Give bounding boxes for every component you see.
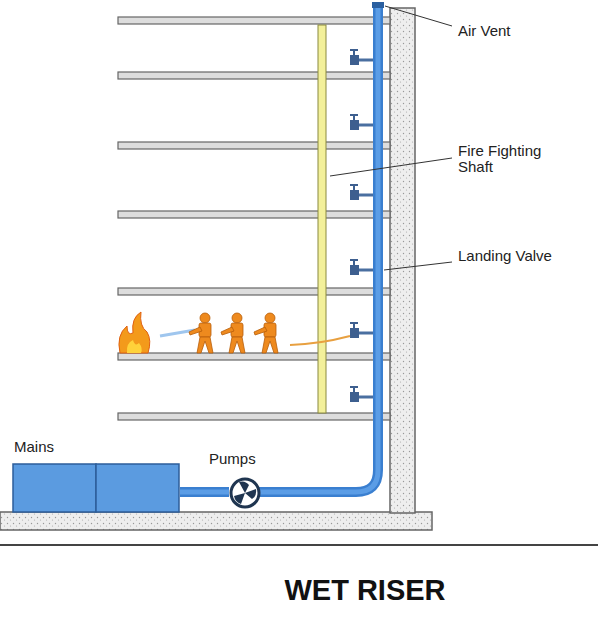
base-slab bbox=[0, 512, 432, 530]
floor-slab bbox=[118, 17, 390, 24]
floor-slab bbox=[118, 413, 390, 420]
valve-handle bbox=[350, 184, 358, 186]
landing-valves bbox=[350, 50, 373, 402]
riser-pipe-highlight bbox=[258, 4, 378, 492]
valve-handle bbox=[350, 386, 358, 388]
valve-handle bbox=[350, 259, 358, 261]
leader-line bbox=[330, 158, 452, 176]
valve-handle bbox=[350, 49, 358, 51]
floor-slab bbox=[118, 211, 390, 218]
valve-handle bbox=[350, 322, 358, 324]
air-vent bbox=[372, 2, 384, 8]
pump-casing bbox=[231, 479, 259, 507]
mains-tank: Mains bbox=[12, 463, 180, 513]
fire bbox=[119, 312, 150, 353]
node-label: Mains bbox=[12, 439, 56, 455]
callout-label: Landing Valve bbox=[456, 248, 560, 264]
supply-pipe bbox=[180, 492, 229, 493]
concrete-wall bbox=[390, 8, 415, 513]
caption: WET RISER bbox=[284, 574, 445, 607]
floor-slabs bbox=[118, 17, 390, 420]
pump-symbol bbox=[229, 477, 261, 509]
pipe-line bbox=[180, 487, 229, 497]
valve-body bbox=[350, 328, 359, 338]
firefighter-arm bbox=[254, 327, 267, 335]
firefighter-arm bbox=[221, 327, 234, 335]
valve-body bbox=[350, 190, 359, 200]
valve-handle bbox=[350, 114, 358, 116]
floor-slab bbox=[118, 142, 390, 149]
firefighter-legs bbox=[229, 337, 245, 353]
valve-body bbox=[350, 120, 359, 130]
firefighter-head bbox=[265, 313, 275, 323]
node-label: Pumps bbox=[207, 451, 258, 467]
valve-stem bbox=[358, 59, 373, 62]
valve-stem bbox=[358, 332, 373, 335]
floor-slab bbox=[118, 72, 390, 79]
ground-line bbox=[0, 544, 598, 546]
firefighters bbox=[189, 313, 278, 353]
pipe-highlight bbox=[180, 490, 229, 495]
tank-shape bbox=[12, 463, 180, 513]
firefighter-legs bbox=[197, 337, 213, 353]
firefighter-head bbox=[200, 313, 210, 323]
firefighter-arm bbox=[189, 327, 202, 335]
valve-stem bbox=[358, 124, 373, 127]
firefighter-head bbox=[232, 313, 242, 323]
valve-stem bbox=[358, 269, 373, 272]
riser-pipe bbox=[258, 4, 378, 492]
callout-label: Air Vent bbox=[456, 23, 513, 39]
tank-cell bbox=[13, 464, 96, 512]
leader-line bbox=[385, 6, 452, 26]
fire-hose bbox=[290, 336, 350, 345]
valve-stem bbox=[358, 396, 373, 399]
pump-impeller bbox=[234, 481, 256, 504]
valve-body bbox=[350, 265, 359, 275]
fire-fighting-shaft bbox=[318, 25, 326, 413]
firefighter-legs bbox=[262, 337, 278, 353]
valve-body bbox=[350, 392, 359, 402]
floor-slab bbox=[118, 288, 390, 295]
pump-node: Pumps bbox=[229, 477, 261, 509]
valve-stem bbox=[358, 194, 373, 197]
fire-core bbox=[127, 340, 142, 353]
tank-cell bbox=[96, 464, 179, 512]
floor-slab bbox=[118, 353, 390, 360]
callout-label: Fire Fighting Shaft bbox=[456, 143, 580, 175]
leader-line bbox=[384, 262, 452, 270]
valve-body bbox=[350, 55, 359, 65]
